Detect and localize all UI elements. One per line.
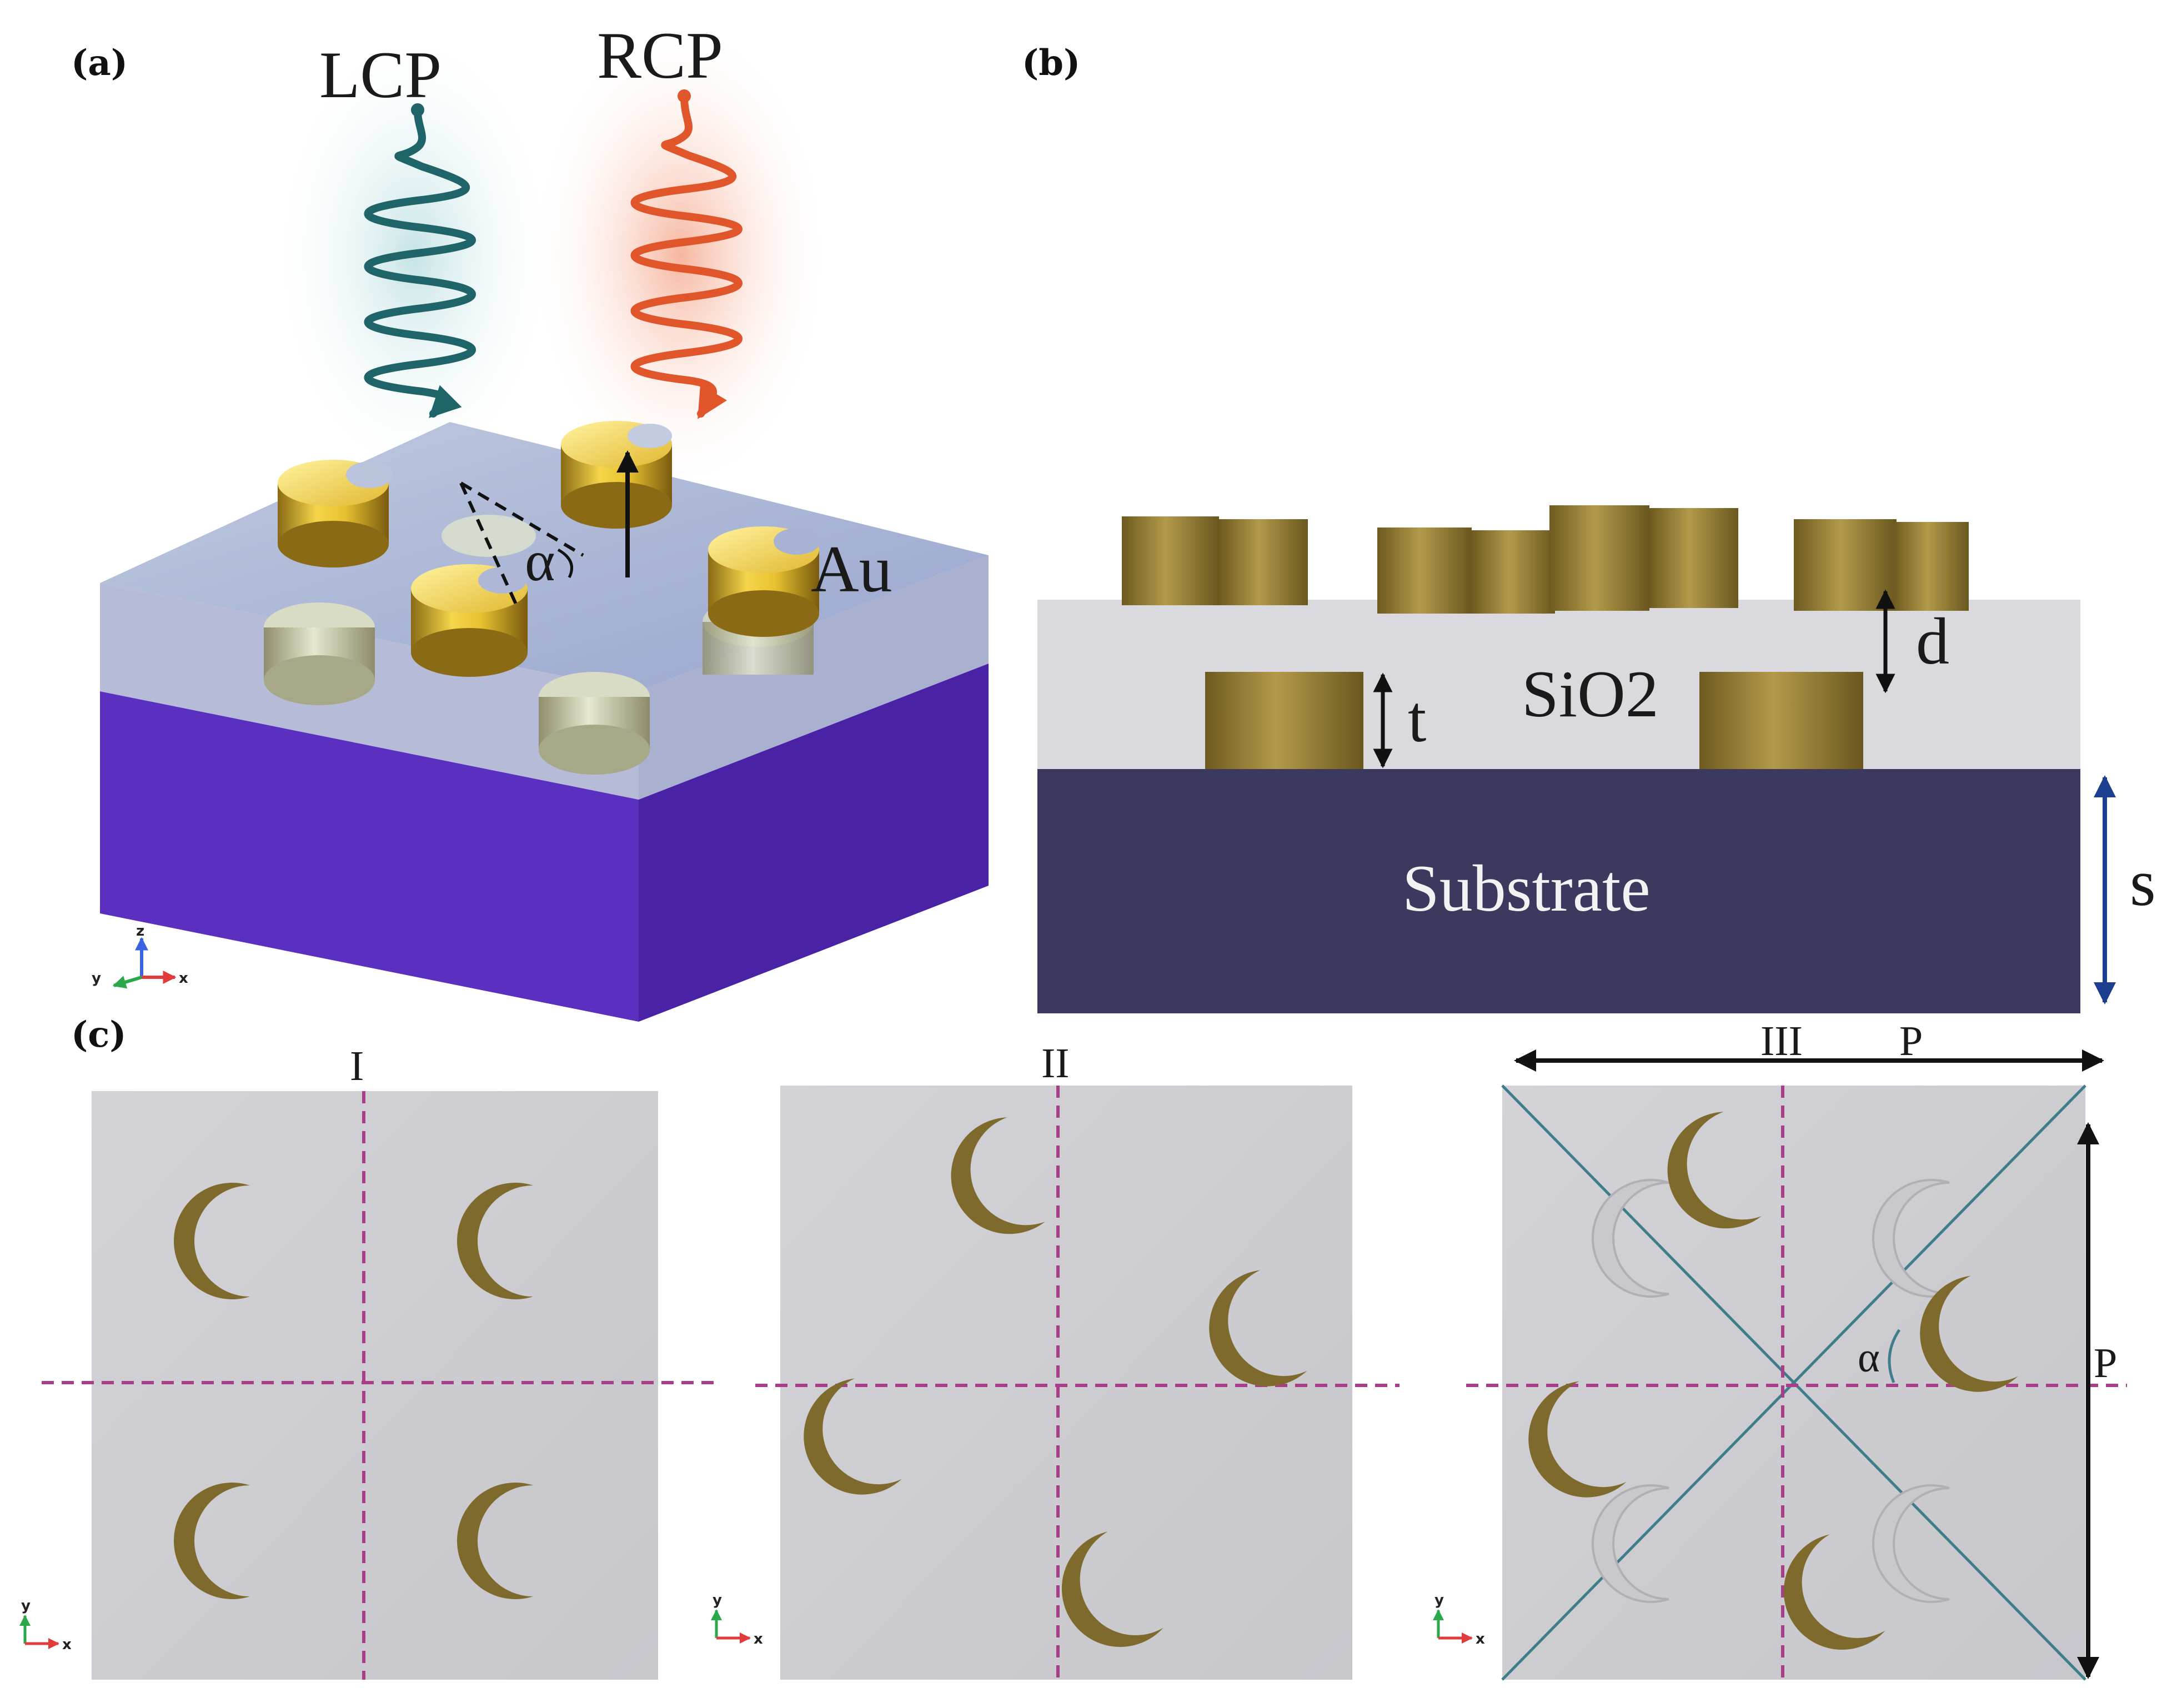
axis-triad-c2: y x bbox=[711, 1592, 763, 1647]
alpha-arc bbox=[1888, 1329, 1901, 1383]
au-label: Au bbox=[811, 532, 892, 606]
alpha-label-top: α bbox=[1858, 1334, 1880, 1381]
s-label: s bbox=[2130, 846, 2156, 920]
axis-x-label-c2: x bbox=[754, 1631, 763, 1647]
lcp-label: LCP bbox=[319, 38, 442, 112]
axis-y-label-c2: y bbox=[713, 1592, 722, 1609]
panel-c: (c) I y x II bbox=[19, 1014, 2127, 1681]
substrate-layer bbox=[1037, 769, 2080, 1013]
diagonal-2 bbox=[1501, 1084, 2086, 1681]
axis-triad-c1: y x bbox=[19, 1598, 72, 1653]
axis-y-label-c1: y bbox=[21, 1598, 31, 1614]
axis-triad-c3: y x bbox=[1433, 1592, 1485, 1647]
sio2-side-3d bbox=[639, 555, 989, 800]
axis-y-label-a: y bbox=[92, 970, 101, 987]
alpha-label-3d: α bbox=[525, 529, 555, 593]
axis-y-label-c3: y bbox=[1434, 1592, 1444, 1609]
rcp-wave bbox=[630, 93, 743, 419]
d-label: d bbox=[1916, 604, 1949, 678]
sio2-front-3d bbox=[100, 583, 639, 800]
substrate-front-3d bbox=[100, 691, 639, 1022]
cell-i-label: I bbox=[350, 1043, 364, 1089]
panel-b: (b) t d SiO2 s Substrate bbox=[1022, 42, 2156, 1013]
rotation-indicator bbox=[459, 450, 639, 606]
rcp-source-dot bbox=[678, 89, 691, 103]
cell-iii-label: III bbox=[1760, 1018, 1803, 1064]
panel-a: (a) LCP RCP bbox=[71, 17, 989, 1022]
axis-z-label: z bbox=[136, 923, 144, 940]
p-top-label: P bbox=[1899, 1018, 1923, 1064]
rcp-glow bbox=[530, 17, 830, 494]
axis-triad-a: z x y bbox=[92, 923, 188, 989]
substrate-label: Substrate bbox=[1402, 851, 1651, 925]
lcp-wave bbox=[364, 107, 476, 418]
substrate-side-3d bbox=[639, 664, 989, 1022]
panel-a-label: (a) bbox=[71, 42, 128, 84]
panel-b-label: (b) bbox=[1022, 42, 1080, 84]
unit-cell-iii: α III P P y x bbox=[1433, 1018, 2127, 1681]
axis-x-label-c1: x bbox=[62, 1636, 72, 1653]
cell-i-background bbox=[92, 1091, 658, 1680]
bottom-pillars bbox=[1205, 672, 1863, 769]
unit-cell-ii: II y x bbox=[711, 1040, 1399, 1680]
panel-c-label: (c) bbox=[71, 1014, 127, 1056]
axis-x-label-c3: x bbox=[1476, 1631, 1485, 1647]
p-side-label: P bbox=[2094, 1340, 2117, 1387]
t-label: t bbox=[1408, 682, 1426, 756]
unit-cell-i: I y x bbox=[19, 1043, 714, 1680]
rcp-label: RCP bbox=[597, 18, 723, 92]
gold-crescents-3d bbox=[278, 421, 820, 677]
cell-ii-label: II bbox=[1041, 1040, 1070, 1087]
top-pillars bbox=[1122, 505, 1969, 614]
axis-x-label-a: x bbox=[179, 970, 188, 987]
lcp-source-dot bbox=[411, 103, 424, 117]
sio2-label: SiO2 bbox=[1522, 657, 1659, 731]
